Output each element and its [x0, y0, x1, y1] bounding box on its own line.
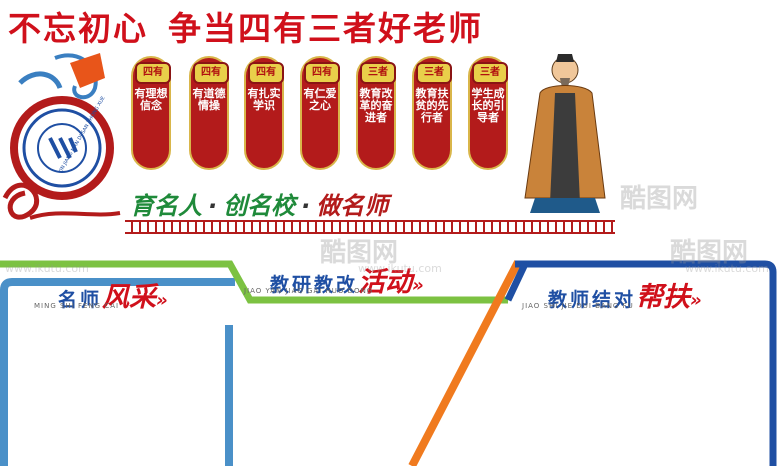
section-3-pinyin: JIAO SHI JIE DUI BANG FU	[522, 302, 634, 310]
title-right: 争当四有三者好老师	[168, 9, 483, 48]
section-1-highlight: 风采	[102, 282, 157, 313]
scroll-4: 四有有仁爱之心	[298, 52, 342, 177]
watermark-url-3: www.ikutu.com	[685, 262, 769, 275]
section-1-pinyin: MING SHI FENG CAI	[34, 302, 120, 310]
slogan-c: 做名师	[316, 192, 389, 220]
confucius-figure-icon	[524, 54, 606, 213]
watermark-brand-1: 酷图网	[620, 184, 699, 214]
watermark-brand-3: 酷图网	[670, 238, 749, 268]
scroll-6: 三者教育扶贫的先行者	[410, 52, 454, 177]
slogan-b: 创名校	[223, 192, 296, 220]
banner-title: 不忘初心争当四有三者好老师	[8, 2, 503, 50]
section-2-highlight: 活动	[358, 267, 413, 298]
section-3-highlight: 帮扶	[636, 282, 691, 313]
logo-ornament	[2, 53, 121, 220]
section-2-title: 教研教改	[270, 274, 359, 296]
fret-border	[125, 220, 615, 234]
scroll-5: 三者教育改革的奋进者	[354, 52, 398, 177]
scroll-2: 四有有道德情操	[187, 52, 231, 177]
title-left: 不忘初心	[8, 9, 148, 48]
slogan-a: 育名人	[130, 192, 202, 220]
watermark-url-2: www.ikutu.com	[358, 262, 442, 275]
section-2-pinyin: JIAO YAN JIAO GAI HUO DONG	[244, 287, 374, 295]
section-1-header: 名师风采»	[58, 282, 168, 313]
scroll-7: 三者学生成长的引导者	[466, 52, 510, 177]
section-2-header: 教研教改活动»	[270, 267, 424, 298]
watermark-brand-2: 酷图网	[320, 238, 399, 268]
slogan: 育名人·创名校·做名师	[130, 192, 389, 220]
top-banner: 不忘初心争当四有三者好老师 YIN JIANG MAN DI SAN ZHONG…	[0, 0, 620, 238]
watermark-url-1: www.ikutu.com	[5, 262, 89, 275]
scroll-1: 四有有理想信念	[129, 52, 173, 177]
section-3-title: 教师结对	[548, 289, 637, 311]
section-3-header: 教师结对帮扶»	[548, 282, 702, 313]
section-1-title: 名师	[58, 289, 103, 311]
scroll-3: 四有有扎实学识	[242, 52, 286, 177]
